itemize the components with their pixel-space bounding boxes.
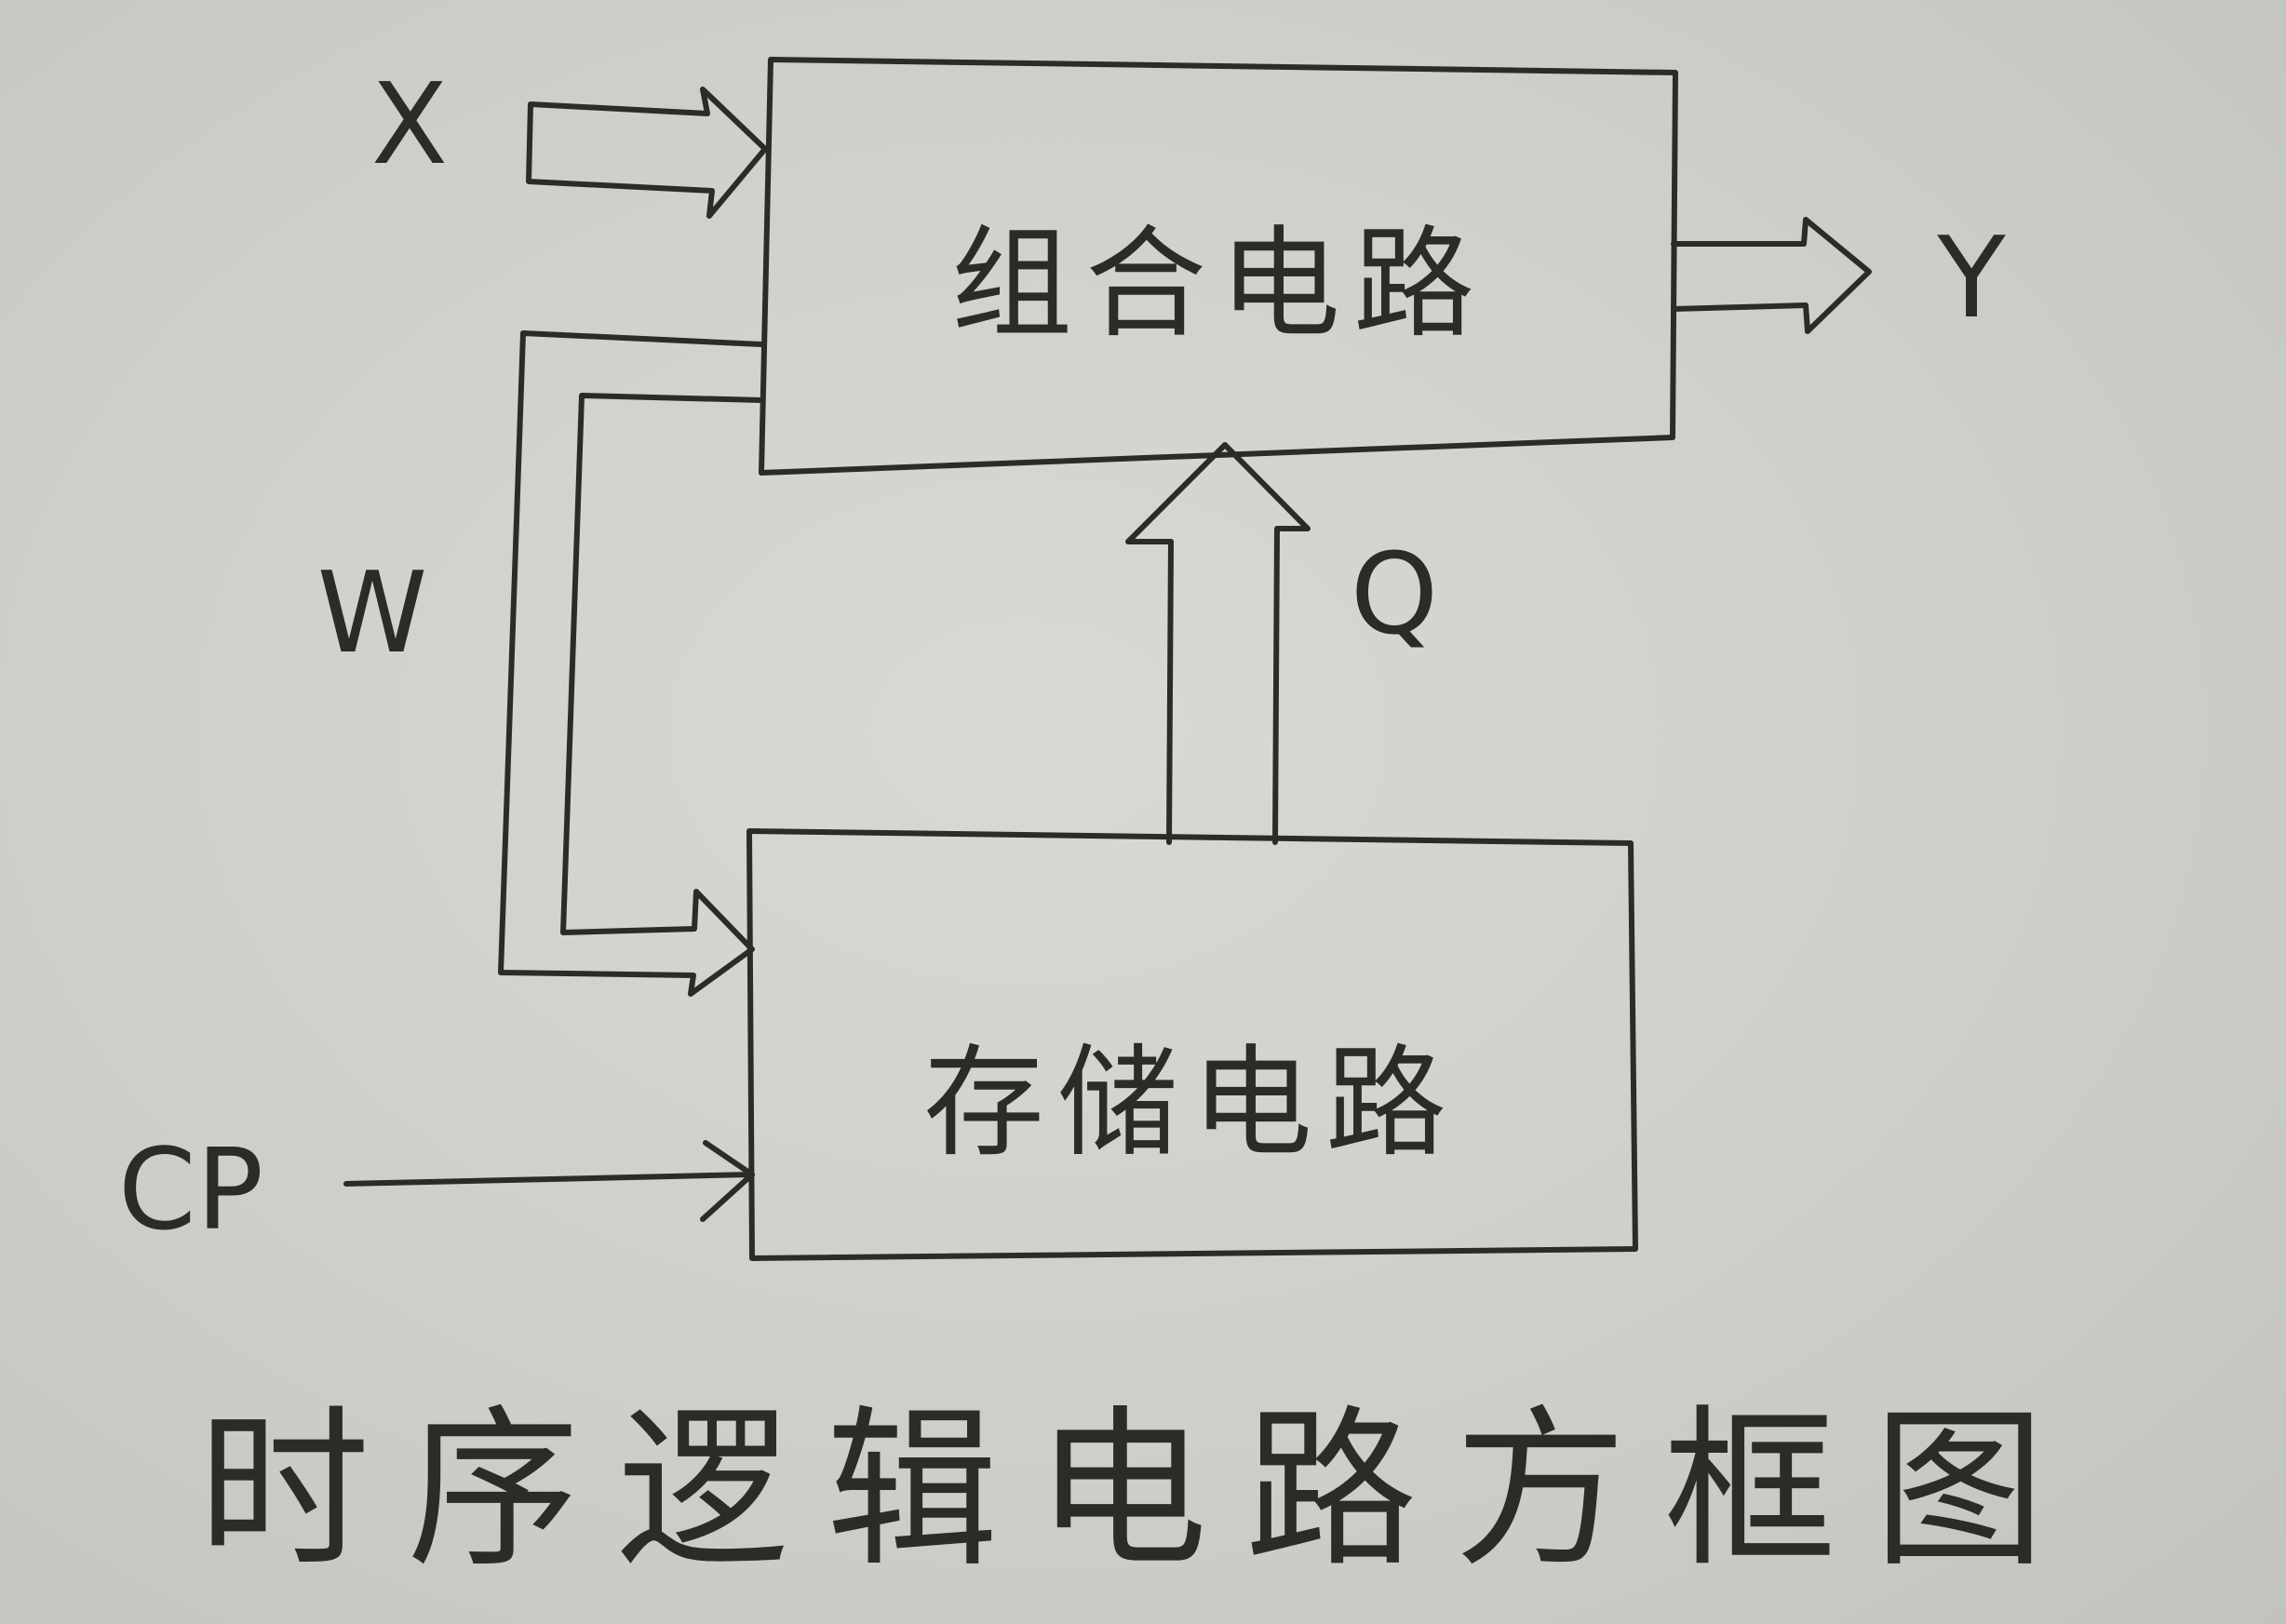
combinational-circuit-label: 组合电路 (951, 213, 1487, 355)
q-state-label: Q (1351, 530, 1438, 660)
q-state-arrow (1125, 442, 1311, 845)
x-input-label: X (371, 60, 448, 190)
cp-clock-arrow (343, 1140, 755, 1222)
w-feedback-label: W (317, 549, 428, 678)
storage-circuit-label: 存储电路 (923, 1032, 1459, 1174)
w-feedback-arrow (498, 330, 764, 997)
cp-clock-label: CP (118, 1126, 263, 1255)
x-input-arrow (526, 87, 768, 219)
y-output-arrow (1671, 217, 1872, 334)
y-output-label: Y (1936, 214, 2006, 343)
storage-circuit-block: 存储电路 (746, 828, 1638, 1261)
diagram-caption: 时序逻辑电路方框图 (198, 1389, 2083, 1590)
combinational-circuit-block: 组合电路 (759, 57, 1678, 476)
